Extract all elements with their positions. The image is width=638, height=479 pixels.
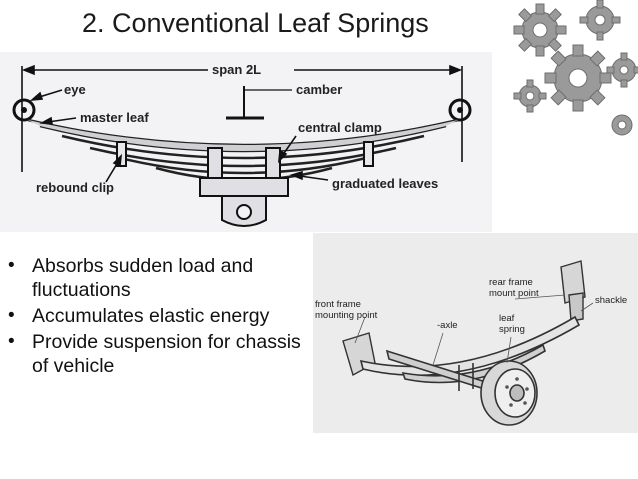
label-rebound-clip: rebound clip bbox=[36, 180, 114, 195]
label-leaf-line2: spring bbox=[499, 324, 525, 335]
bullet-list: •Absorbs sudden load and fluctuations •A… bbox=[6, 254, 316, 380]
leaf-spring-diagram: span 2L camber bbox=[0, 52, 492, 232]
label-camber: camber bbox=[296, 82, 342, 97]
label-front-frame-line1: front frame bbox=[315, 299, 361, 310]
gears-decoration-icon bbox=[513, 0, 638, 136]
label-master-leaf: master leaf bbox=[80, 110, 149, 125]
label-eye: eye bbox=[64, 82, 86, 97]
leaf-spring-mount-diagram: rear frame mount point shackle front fra… bbox=[313, 233, 638, 433]
label-rear-frame-line1: rear frame bbox=[489, 277, 533, 288]
bullet-item: •Provide suspension for chassis of vehic… bbox=[8, 331, 301, 377]
label-shackle: shackle bbox=[595, 295, 627, 306]
label-front-frame-line2: mounting point bbox=[315, 310, 378, 321]
label-span: span 2L bbox=[212, 62, 261, 77]
label-leaf-line1: leaf bbox=[499, 313, 515, 324]
bullet-item: •Absorbs sudden load and fluctuations bbox=[8, 255, 254, 301]
label-central-clamp: central clamp bbox=[298, 120, 382, 135]
label-rear-frame-line2: mount point bbox=[489, 288, 539, 299]
slide-title: 2. Conventional Leaf Springs bbox=[82, 8, 429, 38]
label-graduated-leaves: graduated leaves bbox=[332, 176, 438, 191]
label-axle: -axle bbox=[437, 320, 458, 331]
bullet-item: •Accumulates elastic energy bbox=[8, 305, 270, 327]
